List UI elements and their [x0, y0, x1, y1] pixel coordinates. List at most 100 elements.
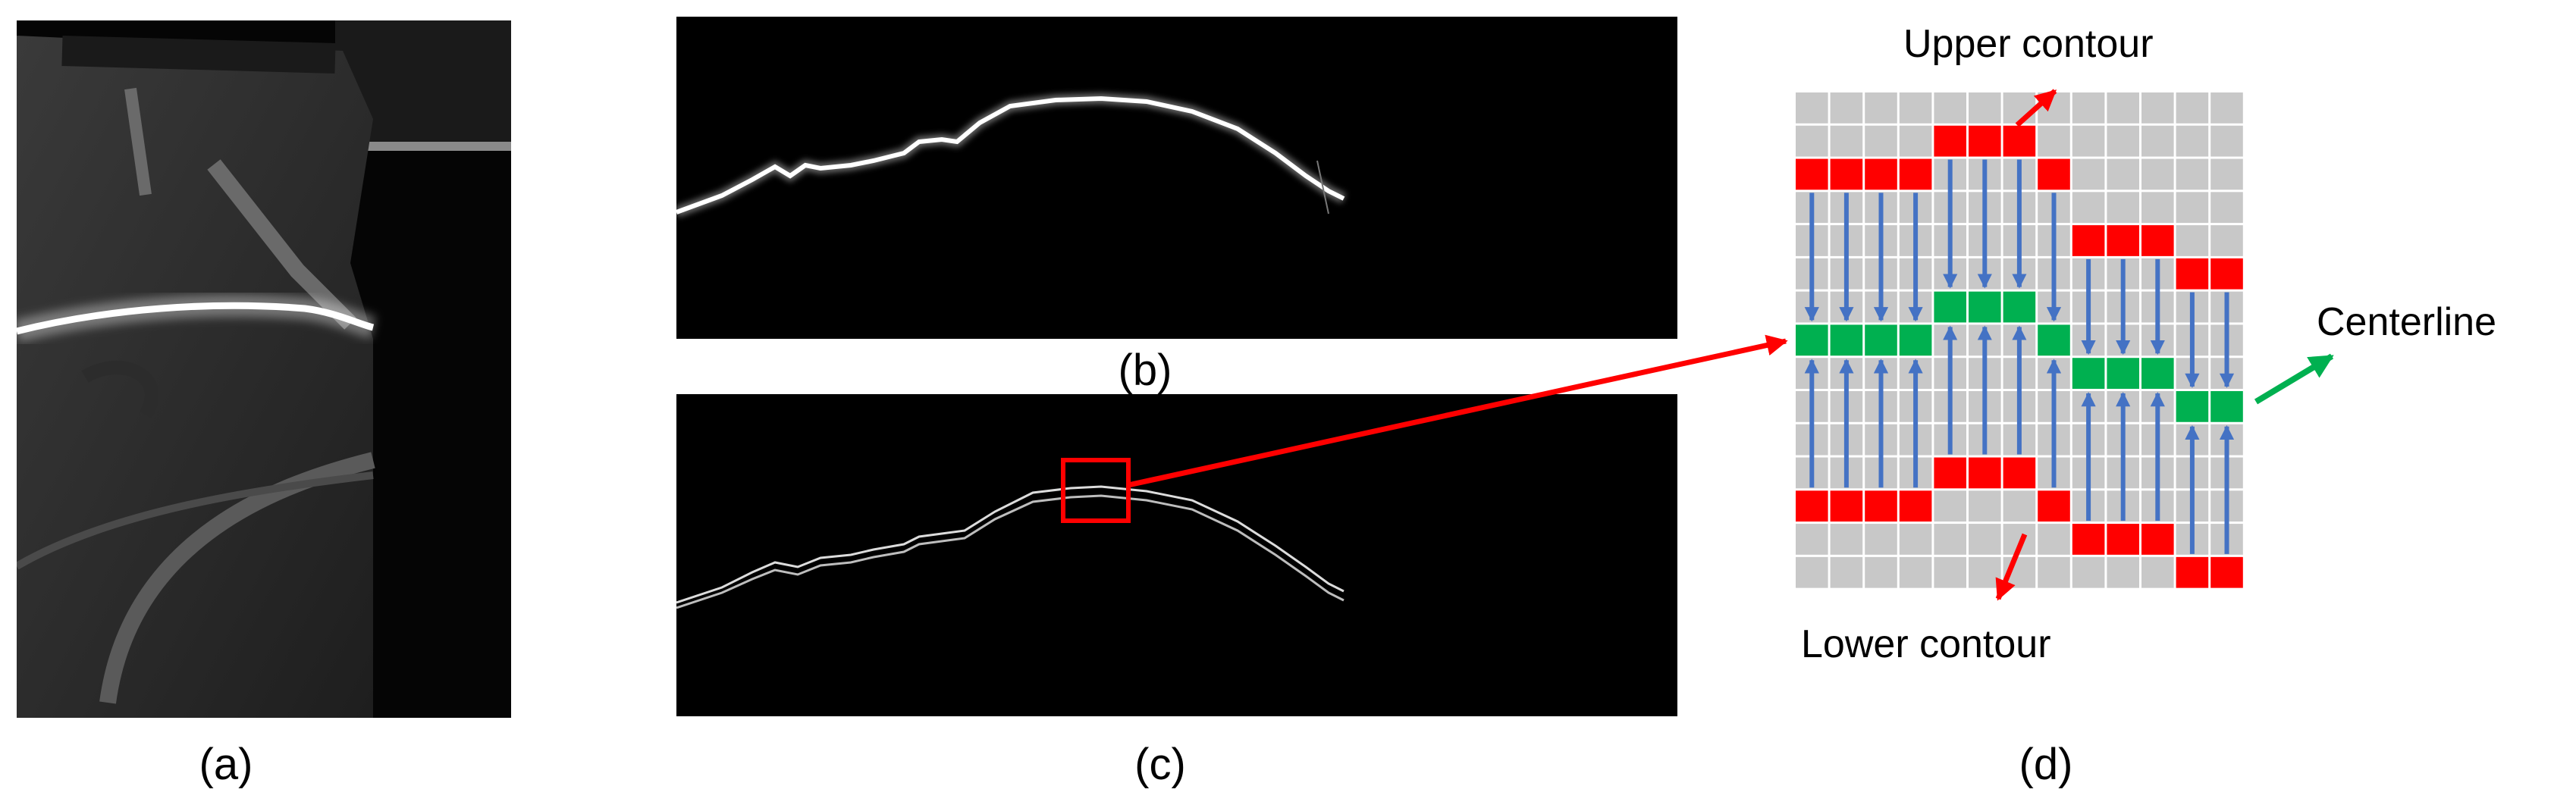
upper-contour-pixel: [1899, 158, 1932, 190]
grid-cell: [2072, 125, 2105, 157]
grid-cell: [2141, 192, 2174, 224]
centerline-pixel: [2141, 358, 2174, 389]
grid-cell: [2107, 192, 2139, 224]
grid-cell: [1934, 556, 1966, 588]
grid-cell: [2003, 490, 2036, 522]
caption-a: (a): [199, 740, 253, 789]
centerline-pixel: [1865, 324, 1897, 356]
grid-cell: [1969, 92, 2001, 124]
grid-cell: [2176, 92, 2209, 124]
grid-cell: [2072, 556, 2105, 588]
lower-contour-label: Lower contour: [1801, 622, 2051, 666]
panel-c-contours: [676, 394, 1677, 716]
upper-contour-pixel: [2141, 225, 2174, 256]
upper-contour-pixel: [1934, 125, 1966, 157]
centerline-pixel: [2107, 358, 2139, 389]
grid-cell: [1865, 92, 1897, 124]
grid-cell: [2072, 192, 2105, 224]
caption-b: (b): [1118, 346, 1172, 395]
grid-cell: [2107, 158, 2139, 190]
grid-cell: [1796, 556, 1828, 588]
lower-contour-pixel: [1899, 490, 1932, 522]
lower-contour-pixel: [2072, 524, 2105, 555]
grid-cell: [1796, 92, 1828, 124]
upper-contour-pixel: [2210, 258, 2243, 290]
grid-cell: [2141, 125, 2174, 157]
grid-cell: [1934, 92, 1966, 124]
grid-cell: [2038, 556, 2070, 588]
grid-cell: [2210, 92, 2243, 124]
centerline-pixel: [1899, 324, 1932, 356]
grid-cell: [2107, 556, 2139, 588]
lower-contour-pixel: [2176, 556, 2209, 588]
grid-cell: [1865, 524, 1897, 555]
grid-cell: [2176, 225, 2209, 256]
upper-contour-pixel: [2176, 258, 2209, 290]
panel-a-photo: [17, 20, 511, 718]
centerline-pixel: [1969, 291, 2001, 323]
zoom-callout-arrow: [1128, 334, 1788, 488]
grid-cell: [2176, 125, 2209, 157]
grid-cell: [1934, 524, 1966, 555]
upper-contour-pixel: [1865, 158, 1897, 190]
grid-cell: [1899, 125, 1932, 157]
grid-cell: [2141, 158, 2174, 190]
upper-contour-arrow: [2015, 89, 2057, 127]
grid-cell: [1969, 490, 2001, 522]
grid-cell: [1969, 524, 2001, 555]
contour-image: [676, 485, 1344, 609]
lower-contour-pixel: [2038, 490, 2070, 522]
centerline-pixel: [1830, 324, 1863, 356]
grid-cell: [1969, 556, 2001, 588]
centerline-pixel: [2210, 390, 2243, 422]
grid-cell: [2210, 192, 2243, 224]
grid-cell: [2038, 92, 2070, 124]
lower-contour-pixel: [2003, 457, 2036, 489]
grid-cell: [1934, 490, 1966, 522]
shoe-photo-image: [17, 20, 511, 718]
lower-contour-pixel: [1969, 457, 2001, 489]
upper-contour-pixel: [1969, 125, 2001, 157]
lower-contour-pixel: [1796, 490, 1828, 522]
grid-cell: [2141, 556, 2174, 588]
upper-contour-label: Upper contour: [1903, 22, 2154, 66]
grid-cell: [2210, 158, 2243, 190]
centerline-pixel: [2038, 324, 2070, 356]
grid-cell: [1830, 556, 1863, 588]
grid-cell: [1830, 92, 1863, 124]
upper-contour-pixel: [2003, 125, 2036, 157]
centerline-label: Centerline: [2317, 300, 2497, 344]
grid-cell: [2003, 92, 2036, 124]
grid-cell: [1830, 524, 1863, 555]
centerline-arrow: [2254, 353, 2334, 405]
caption-c: (c): [1134, 740, 1186, 789]
centerline-pixel: [2072, 358, 2105, 389]
upper-contour-pixel: [1830, 158, 1863, 190]
lower-contour-arrow: [1995, 533, 2028, 601]
lower-contour-pixel: [2210, 556, 2243, 588]
grid-cell: [2038, 125, 2070, 157]
grid-cell: [1899, 524, 1932, 555]
grid-cell: [1899, 92, 1932, 124]
upper-contour-pixel: [2038, 158, 2070, 190]
grid-cell: [2141, 92, 2174, 124]
centerline-pixel: [2176, 390, 2209, 422]
grid-cell: [2072, 158, 2105, 190]
grid-cell: [1796, 125, 1828, 157]
centerline-arrows: [1804, 159, 2235, 554]
lower-contour-pixel: [1865, 490, 1897, 522]
zoom-region-box: [1061, 458, 1131, 523]
laser-stripe-image: [676, 92, 1347, 218]
grid-cell: [2176, 158, 2209, 190]
grid-cell: [1796, 524, 1828, 555]
grid-cell: [1865, 125, 1897, 157]
lower-contour-pixel: [2107, 524, 2139, 555]
upper-contour-pixel: [2107, 225, 2139, 256]
centerline-pixel: [2003, 291, 2036, 323]
grid-cell: [2210, 225, 2243, 256]
panel-b-stripe: [676, 17, 1677, 339]
upper-contour-pixel: [2072, 225, 2105, 256]
lower-contour-pixel: [1934, 457, 1966, 489]
grid-cell: [1899, 556, 1932, 588]
